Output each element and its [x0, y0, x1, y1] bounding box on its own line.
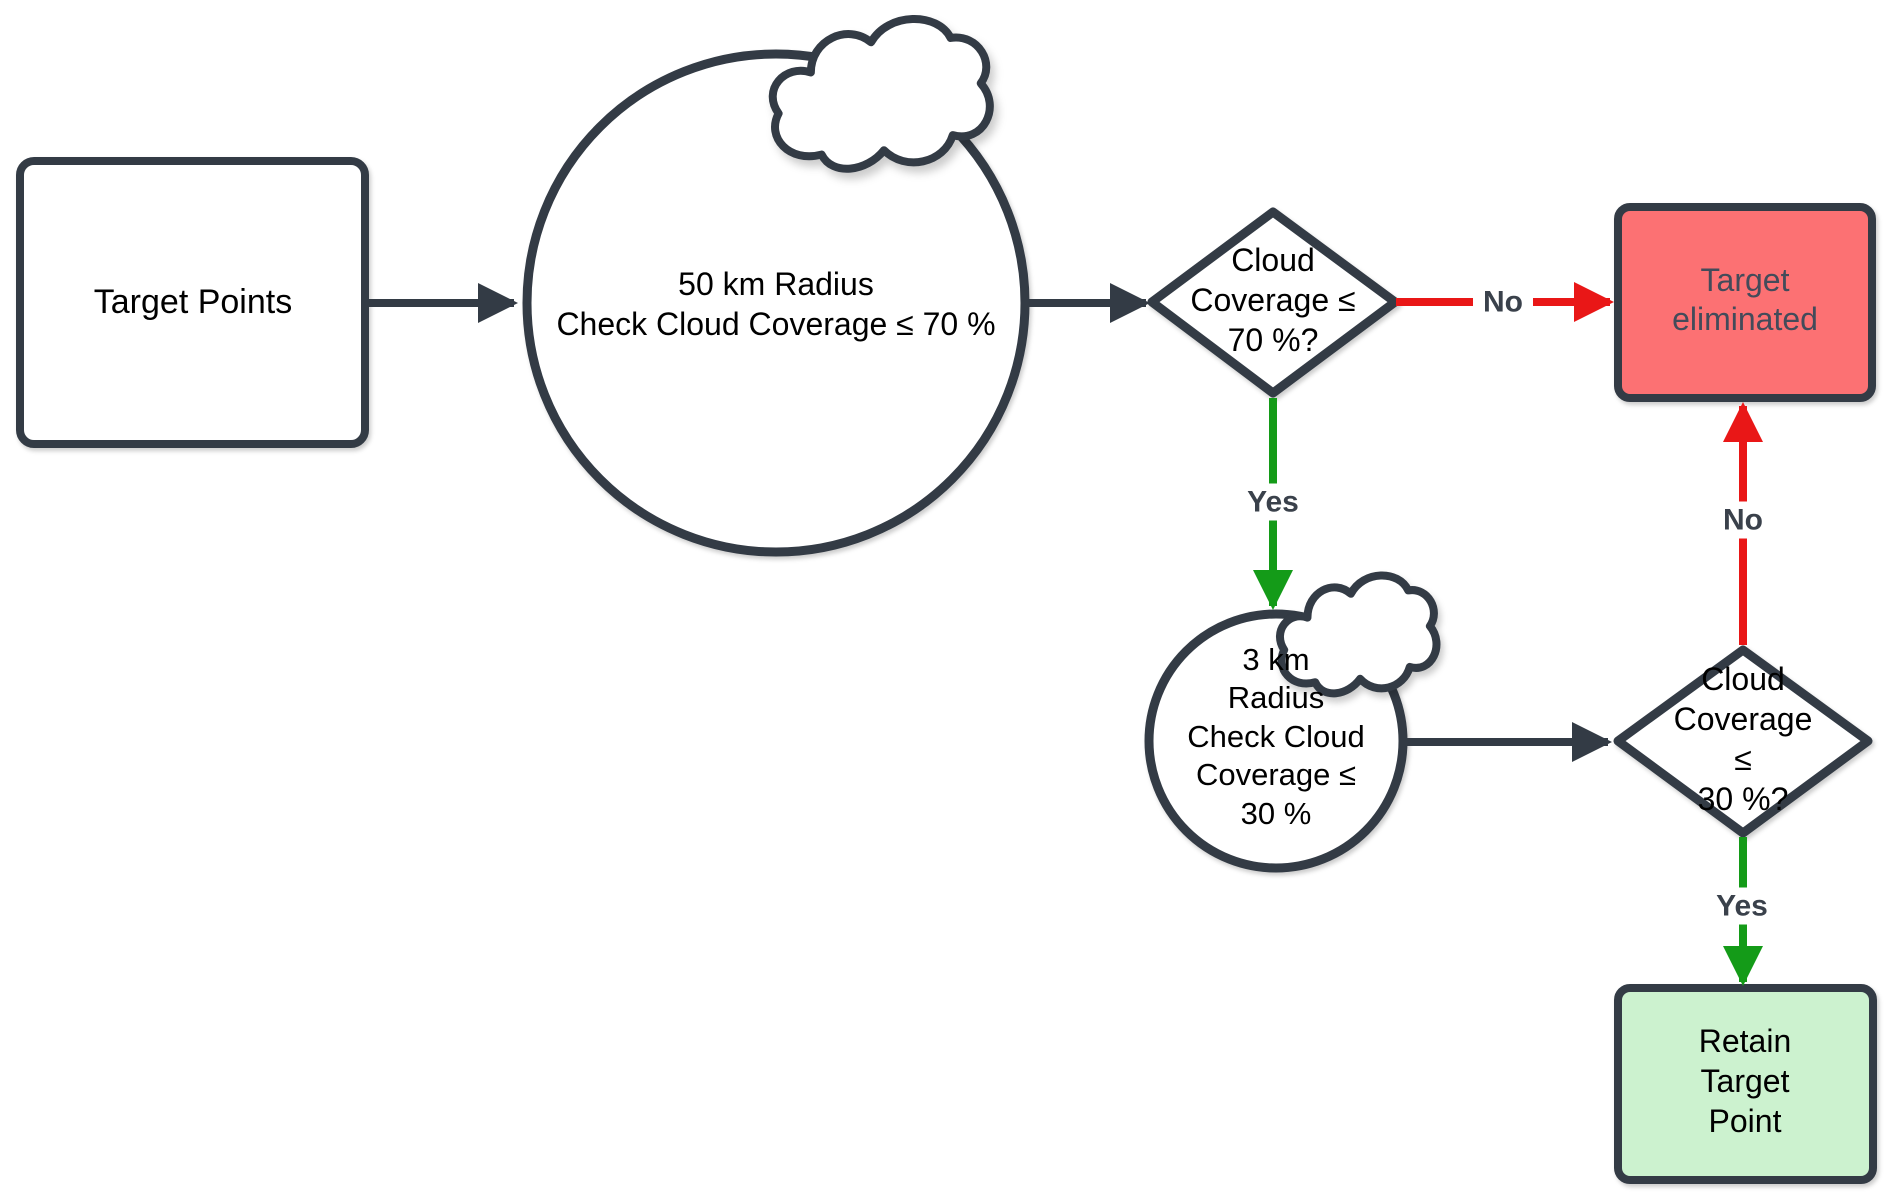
edge-label-yes-decision70: Yes: [1237, 483, 1309, 521]
check-50km-circle: [522, 49, 1030, 557]
target-eliminated-box: [1614, 203, 1876, 402]
decision-70-label: Cloud Coverage ≤ 70 %?: [1190, 242, 1356, 358]
edge-label-no-decision30: No: [1713, 501, 1773, 539]
cloud-icon-small: [1280, 576, 1437, 694]
retain-target-box: [1614, 984, 1877, 1184]
edge-label-yes-decision30: Yes: [1706, 887, 1778, 925]
target-points-label: Target Points: [93, 282, 293, 321]
decision-30-label: Cloud Coverage ≤ 30 %?: [1673, 661, 1813, 817]
target-eliminated-label: Target eliminated: [1672, 261, 1818, 337]
check-3km-label: 3 km Radius Check Cloud Coverage ≤ 30 %: [1187, 641, 1365, 831]
cloud-icon-large: [773, 19, 990, 169]
edge-label-no-decision70: No: [1473, 283, 1533, 321]
check-50km-label: 50 km Radius Check Cloud Coverage ≤ 70 %: [556, 266, 996, 342]
retain-target-label: Retain Target Point: [1698, 1023, 1792, 1139]
decision-70-diamond: [1147, 207, 1400, 398]
decision-30-diamond: [1613, 645, 1873, 838]
